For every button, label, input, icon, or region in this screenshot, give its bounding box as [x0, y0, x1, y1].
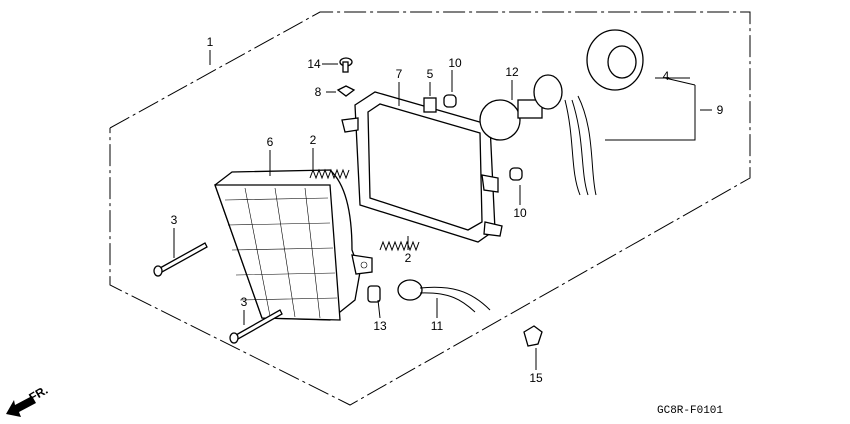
callout-9: 9	[717, 103, 724, 117]
nut-8	[336, 85, 356, 97]
callout-10-upper: 10	[448, 56, 462, 70]
rubber-boot-4	[586, 29, 644, 91]
diagram-code: GC8R-F0101	[657, 405, 723, 417]
screw-14	[339, 57, 353, 73]
callout-2-upper: 2	[310, 133, 317, 147]
bulb-12	[479, 99, 543, 141]
screw-lower	[229, 309, 283, 344]
callout-2-lower: 2	[405, 251, 412, 265]
screw-upper	[153, 242, 208, 277]
callout-3-upper: 3	[171, 213, 178, 227]
callout-5: 5	[427, 67, 434, 81]
callout-10-lower: 10	[513, 206, 527, 220]
clip-5	[423, 97, 437, 113]
spring-lower	[379, 240, 420, 252]
callout-8: 8	[315, 85, 322, 99]
bolt-15	[523, 325, 543, 347]
front-arrow-icon	[6, 396, 36, 417]
grommet-10b	[509, 167, 523, 181]
bulb-13	[367, 285, 381, 303]
callout-14: 14	[307, 57, 321, 71]
grommet-10a	[443, 94, 457, 108]
callout-7: 7	[396, 67, 403, 81]
callout-12: 12	[505, 65, 519, 79]
callout-11: 11	[431, 319, 444, 333]
socket-11	[397, 279, 491, 313]
callout-1: 1	[207, 35, 214, 49]
assembly-outline	[109, 11, 751, 406]
spring-upper	[309, 168, 350, 180]
socket-4	[533, 74, 597, 196]
callout-6: 6	[267, 135, 274, 149]
callout-4: 4	[663, 69, 670, 83]
headlight-lens	[214, 169, 373, 321]
callout-13: 13	[373, 319, 387, 333]
callout-3-lower: 3	[241, 295, 248, 309]
callout-15: 15	[529, 371, 543, 385]
headlight-case	[341, 91, 503, 243]
